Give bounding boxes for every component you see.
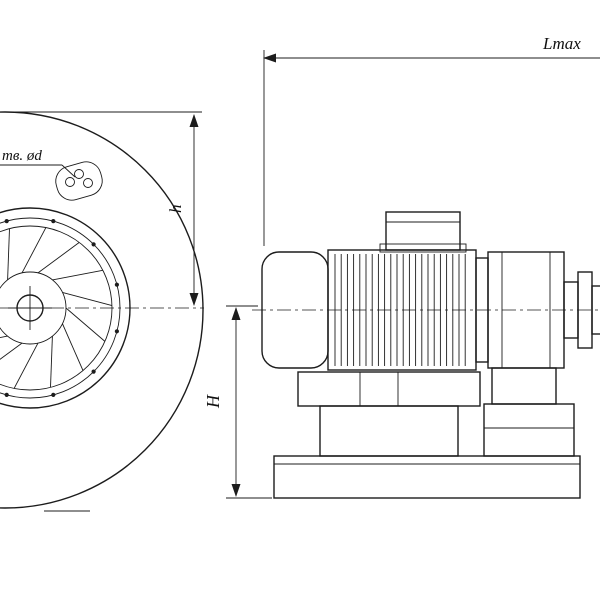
- inlet-bolt-dot: [91, 242, 96, 247]
- inlet-bolt-dot: [4, 219, 9, 224]
- impeller-blade: [65, 307, 106, 342]
- inlet-bolt-dot: [91, 369, 96, 374]
- impeller-blade: [0, 342, 23, 360]
- flange-hole: [65, 177, 75, 187]
- motor-pedestal: [319, 405, 459, 457]
- impeller-blade: [62, 291, 113, 307]
- flange-hole: [74, 169, 84, 179]
- inlet-bolt-dot: [51, 392, 56, 397]
- fan-front-view: тв. ød h: [0, 111, 204, 512]
- dimension-label-lmax: Lmax: [542, 34, 581, 53]
- inlet-bolt-dot: [114, 329, 119, 334]
- impeller-blade: [0, 335, 8, 339]
- impeller-blades: [0, 227, 113, 389]
- inlet-bolt-dot: [114, 282, 119, 287]
- fan-side-view: Lmax H: [203, 34, 600, 499]
- impeller-blade: [50, 336, 53, 388]
- impeller-blade: [13, 342, 39, 389]
- flange-ear: [55, 161, 103, 201]
- motor-foot-plate: [297, 371, 481, 407]
- dimension-label-H: H: [203, 394, 223, 409]
- flange-hole: [83, 178, 93, 188]
- fan-casing-outline: [0, 111, 204, 509]
- base-frame: [273, 455, 581, 499]
- impeller-blade: [21, 227, 47, 274]
- bearing-pedestal-lower: [483, 403, 575, 457]
- shaft-end-cutoff: [591, 285, 600, 335]
- inlet-bolt-dot: [4, 392, 9, 397]
- holes-note-label: тв. ød: [2, 148, 42, 164]
- inlet-bolt-dots: [4, 219, 119, 397]
- inlet-bolt-dot: [51, 219, 56, 224]
- impeller-blade: [61, 323, 84, 371]
- impeller-blade: [52, 269, 103, 281]
- holes-note-leader: [61, 164, 76, 178]
- impeller-blade: [37, 242, 80, 274]
- terminal-box: [385, 211, 461, 251]
- dimension-label-h: h: [166, 205, 185, 214]
- bearing-pedestal-upper: [491, 367, 557, 405]
- motor-fins: [334, 254, 466, 366]
- terminal-box-flange: [379, 243, 467, 253]
- impeller-blade: [7, 228, 10, 280]
